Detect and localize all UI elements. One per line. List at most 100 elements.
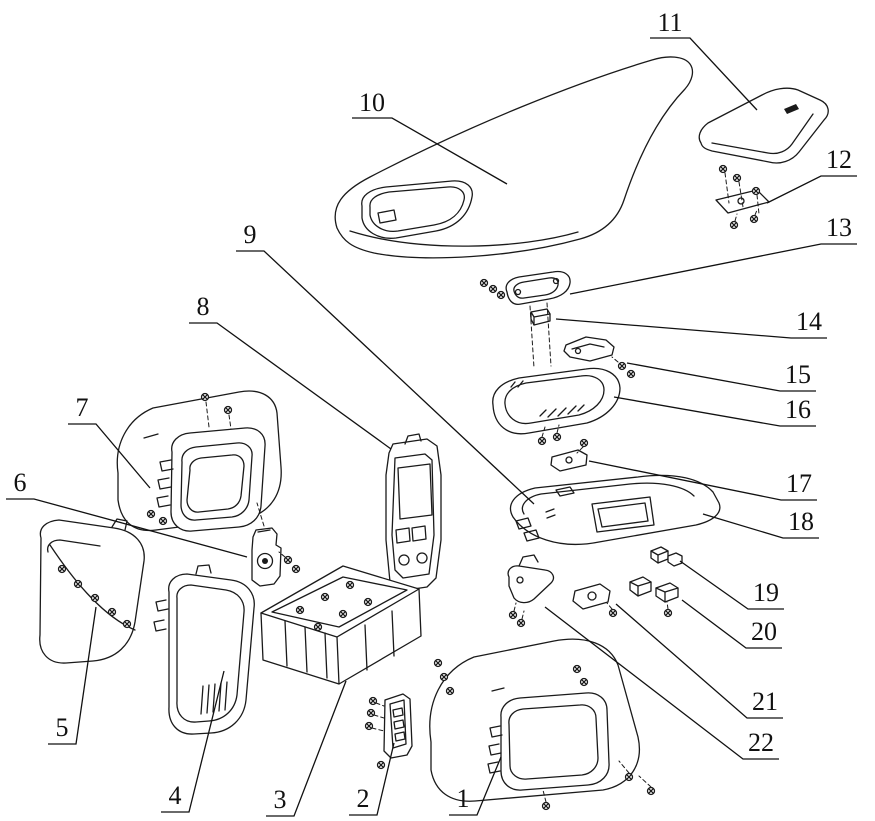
callout-label-1: 1 [457,784,470,813]
screw-icon [579,677,589,687]
screw-icon [552,432,562,442]
part-center-bracket-9 [385,433,442,592]
screw-icon [729,220,739,230]
part-lock-6 [251,527,282,587]
part-front-panel-4 [153,564,255,735]
screw-icon [433,658,443,668]
part-hinge-15 [563,336,615,362]
screw-icon [718,164,728,174]
screw-icon [751,186,761,196]
callout-leader-13 [569,243,857,295]
callout-label-19: 19 [753,578,779,607]
callout-label-9: 9 [244,220,257,249]
part-inner-panel-1 [487,692,610,791]
screw-icon [107,607,117,617]
callout-label-14: 14 [796,307,822,336]
callout-leader-4 [161,670,225,813]
screw-icon [646,786,656,796]
callout-label-12: 12 [826,145,852,174]
part-rear-panel-18 [509,474,721,546]
screw-icon [488,284,498,294]
callout-leader-7 [68,423,151,489]
screw-icon [283,555,293,565]
screw-icon [572,664,582,674]
callout-label-16: 16 [785,395,811,424]
callout-label-20: 20 [751,617,777,646]
screw-icon [516,618,526,628]
callout-leader-5 [48,606,97,745]
callout-label-8: 8 [197,292,210,321]
screw-icon [617,361,627,371]
screw-icon [537,436,547,446]
callout-leader-11 [650,37,758,111]
screw-icon [366,708,376,718]
part-tail-cover [698,87,829,164]
callout-leader-14 [555,318,827,339]
screw-icon [508,610,518,620]
screw-icon [57,564,67,574]
screw-icon [320,592,330,602]
screw-icon [146,509,156,519]
screw-icon [663,608,673,618]
callout-label-10: 10 [359,88,385,117]
part-bracket-2 [383,693,413,759]
part-frame-16 [492,367,621,435]
callout-label-15: 15 [785,360,811,389]
callout-leader-6 [6,498,248,558]
screw-icon [364,721,374,731]
callout-label-3: 3 [274,785,287,814]
part-battery-tray-3 [260,565,422,685]
callout-leader-1 [449,756,502,816]
screw-icon [626,369,636,379]
callout-leader-18 [702,513,819,539]
part-seat [334,56,694,259]
screw-icon [579,438,589,448]
screw-icon [295,605,305,615]
part-seat-latch-13 [505,270,571,305]
part-side-panel-5 [39,518,145,664]
screw-icon [445,686,455,696]
part-latch-22 [572,583,611,610]
screw-icon [608,608,618,618]
screw-icon [345,580,355,590]
part-inner-panel-8 [156,427,266,532]
callout-label-5: 5 [56,713,69,742]
screw-icon [291,564,301,574]
part-bumper-14 [530,308,551,326]
callout-leader-2 [349,742,395,816]
screw-icon [73,579,83,589]
callout-leader-10 [352,117,508,185]
part-pad-19 [650,546,683,567]
callout-leader-3 [266,680,347,817]
part-clip-17 [550,449,588,472]
screw-icon [541,801,551,811]
callout-label-11: 11 [657,8,682,37]
screw-icon [624,772,634,782]
part-pad-20 [629,576,679,603]
part-bracket-12 [715,189,770,214]
screw-icon [376,760,386,770]
callout-leader-16 [613,396,816,427]
screw-icon [732,173,742,183]
callout-leader-20 [681,599,782,649]
callout-label-17: 17 [786,469,812,498]
callout-leader-15 [626,362,816,392]
screw-icon [439,672,449,682]
callout-label-18: 18 [788,507,814,536]
callout-label-6: 6 [14,468,27,497]
callout-leader-8 [189,322,392,450]
screw-icon [90,593,100,603]
callout-label-7: 7 [76,393,89,422]
screw-icon [158,516,168,526]
callout-leader-12 [766,175,857,204]
screw-icon [200,392,210,402]
screw-icon [749,214,759,224]
callout-leader-19 [679,560,784,610]
screw-icon [496,290,506,300]
callout-label-21: 21 [752,687,778,716]
callout-label-13: 13 [826,213,852,242]
screw-icon [338,609,348,619]
